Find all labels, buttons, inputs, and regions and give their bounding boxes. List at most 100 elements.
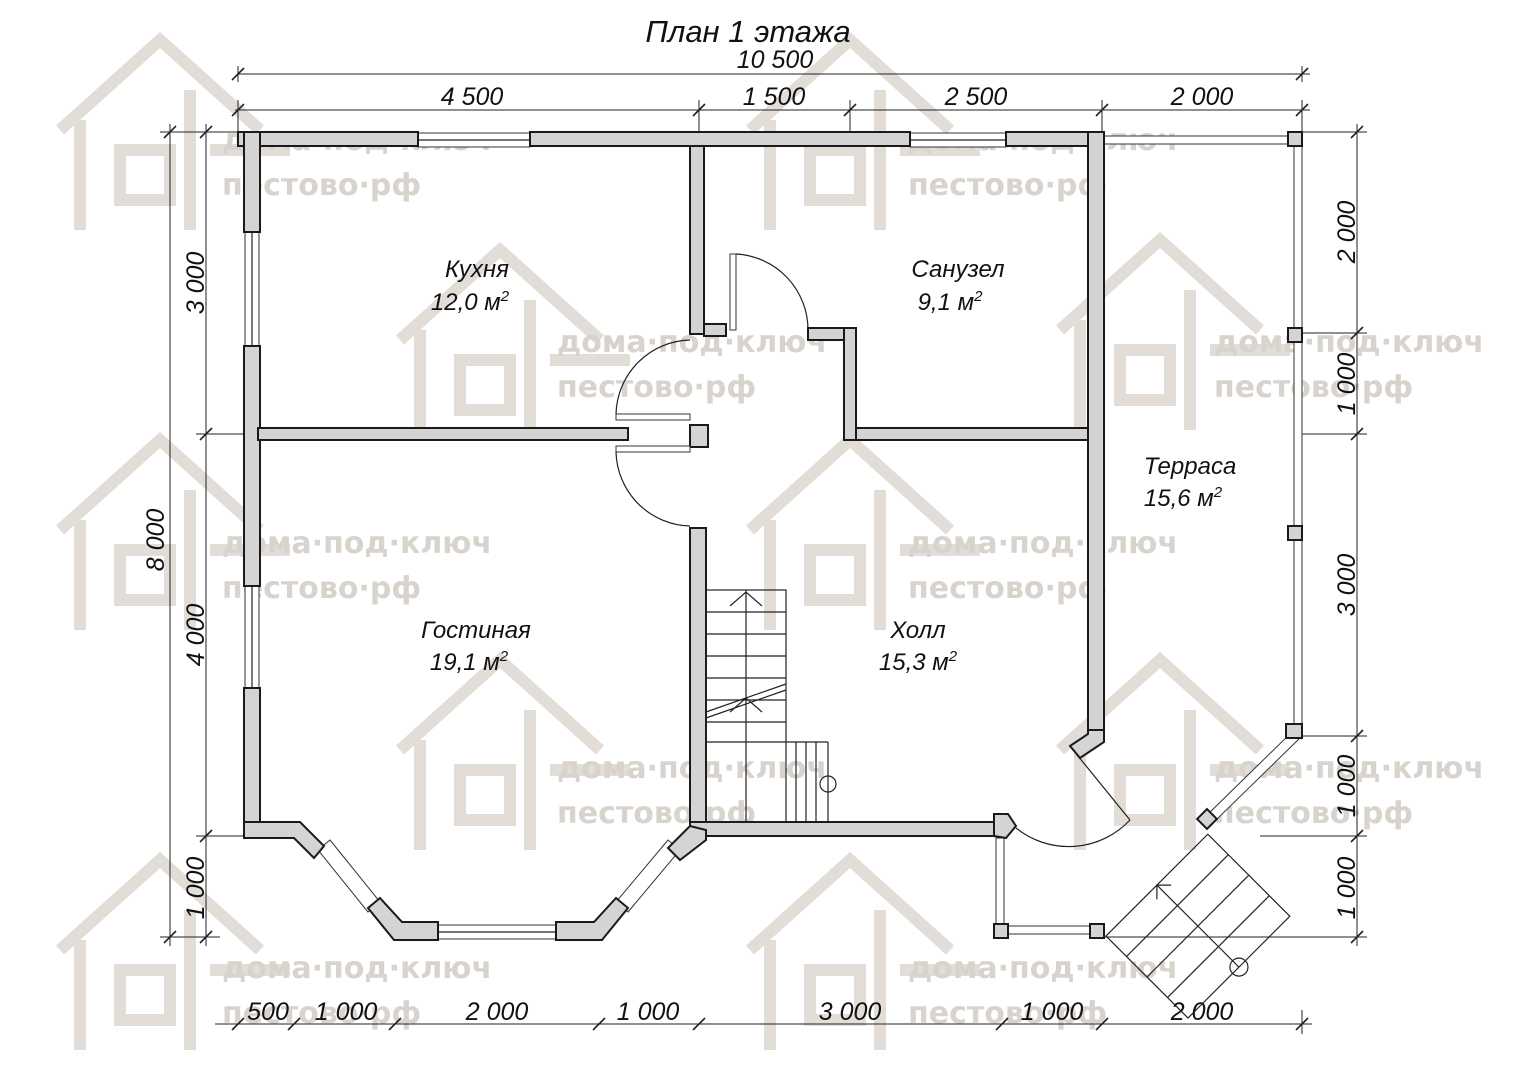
watermark-line2: пестово·рф <box>908 168 1107 203</box>
dim-right-seg-4: 1 000 <box>1333 755 1361 818</box>
watermark-line1: дома·под·ключ <box>908 526 1178 561</box>
watermark-house-icon <box>55 851 290 1050</box>
terrace-railing <box>993 131 1303 939</box>
dim-bottom-seg-1: 500 <box>247 998 289 1026</box>
dim-top-seg-1: 4 500 <box>441 83 504 111</box>
room-kitchen: Кухня 12,0 м2 <box>431 256 510 316</box>
room-bathroom: Санузел 9,1 м2 <box>911 256 1005 316</box>
dim-right-seg-2: 1 000 <box>1333 353 1361 416</box>
terrace-post <box>1195 807 1219 831</box>
wall-left-1 <box>243 131 261 233</box>
railing-lower-left <box>995 837 1005 931</box>
dim-right-seg-1: 2 000 <box>1333 201 1361 265</box>
room-hall-name: Холл <box>889 617 946 644</box>
door-kitchen-leaf <box>615 413 691 421</box>
wall-bathroom-hall <box>847 427 1089 441</box>
room-bathroom-area: 9,1 м2 <box>918 288 983 316</box>
wall-bay-right-top <box>666 824 707 862</box>
stairs-start-marker-icon <box>819 775 837 793</box>
dimension-left-total: 8 000 <box>142 124 246 946</box>
watermark-line2: пестово·рф <box>557 370 756 405</box>
dimension-left-segments: 3 000 4 000 1 000 <box>182 124 244 946</box>
room-kitchen-area: 12,0 м2 <box>431 288 510 316</box>
dim-bottom-seg-2: 1 000 <box>315 998 378 1026</box>
interior-stairs <box>705 589 837 823</box>
room-living-area: 19,1 м2 <box>430 648 509 676</box>
dim-top-seg-2: 1 500 <box>743 83 806 111</box>
railing-right <box>1293 144 1303 728</box>
room-hall: Холл 15,3 м2 <box>879 617 958 676</box>
wall-right <box>1087 131 1105 733</box>
dimension-top-segments: 4 500 1 500 2 500 2 000 <box>231 83 1310 132</box>
plan-title: План 1 этажа <box>645 14 850 49</box>
terrace-post <box>993 923 1009 939</box>
watermark-house-icon <box>745 31 980 230</box>
exterior-steps <box>1105 833 1291 1019</box>
wall-bay-right-bottom <box>555 896 630 941</box>
dim-bottom-seg-7: 2 000 <box>1170 998 1234 1026</box>
dimension-right-segments: 2 000 1 000 3 000 1 000 1 000 <box>1102 124 1367 946</box>
dim-right-seg-3: 3 000 <box>1333 554 1361 617</box>
terrace-post <box>1287 131 1303 147</box>
wall-kitchen-living <box>257 427 629 441</box>
dimension-bottom-segments: 500 1 000 2 000 1 000 3 000 1 000 2 000 <box>215 998 1312 1034</box>
wall-center-bottom <box>689 527 707 827</box>
window-bay-left <box>317 839 381 913</box>
dim-left-seg-3: 1 000 <box>182 857 210 920</box>
doors <box>615 253 1131 848</box>
dimension-top-total: 10 500 <box>231 46 1310 82</box>
door-bathroom-leaf <box>729 253 737 331</box>
dim-top-seg-3: 2 500 <box>944 83 1008 111</box>
watermark-house-icon <box>395 651 630 850</box>
watermark-house-icon <box>1055 651 1290 850</box>
room-bathroom-name: Санузел <box>911 256 1005 283</box>
wall-stub <box>689 424 709 448</box>
room-kitchen-name: Кухня <box>445 256 509 283</box>
wall-top-left <box>237 131 419 147</box>
door-entry-swing <box>1015 819 1131 848</box>
terrace-post <box>1287 327 1303 343</box>
railing-lower-bottom <box>1003 925 1101 935</box>
stairs-up-arrow-icon <box>729 591 763 607</box>
dim-bottom-seg-5: 3 000 <box>819 998 882 1026</box>
room-hall-area: 15,3 м2 <box>879 648 958 676</box>
windows <box>244 132 1007 940</box>
watermark-line2: пестово·рф <box>908 996 1107 1031</box>
exterior-steps-arrow-icon <box>1156 884 1172 900</box>
walls <box>237 131 1105 941</box>
door-entry-leaf <box>1077 755 1131 821</box>
door-bathroom-swing <box>735 253 809 331</box>
terrace-post <box>1089 923 1105 939</box>
watermark-house-icon <box>55 31 290 230</box>
watermark-line1: дома·под·ключ <box>1214 325 1484 360</box>
terrace-post <box>1285 723 1303 739</box>
dim-bottom-seg-4: 1 000 <box>617 998 680 1026</box>
watermark-line2: пестово·рф <box>908 571 1107 606</box>
wall-bathroom-left <box>843 327 857 441</box>
terrace-post <box>1287 525 1303 541</box>
wall-bay-left-top <box>243 821 326 860</box>
room-terrace-name: Терраса <box>1144 453 1237 480</box>
watermark-line1: дома·под·ключ <box>222 526 492 561</box>
watermark-layer: дома·под·ключ пестово·рф дома·под·ключ п… <box>55 31 1484 1050</box>
dim-bottom-seg-3: 2 000 <box>465 998 529 1026</box>
room-terrace: Терраса 15,6 м2 <box>1144 453 1237 512</box>
dim-left-seg-2: 4 000 <box>182 604 210 667</box>
wall-center-top <box>689 145 705 335</box>
room-terrace-area: 15,6 м2 <box>1144 484 1223 512</box>
wall-hall-bottom <box>689 821 999 837</box>
dim-bottom-seg-6: 1 000 <box>1021 998 1084 1026</box>
exterior-steps-marker-icon <box>1229 957 1249 977</box>
wall-top-middle <box>529 131 911 147</box>
watermark-line1: дома·под·ключ <box>908 951 1178 986</box>
wall-center-top-stub <box>703 323 727 337</box>
wall-left-3 <box>243 687 261 829</box>
dim-top-seg-4: 2 000 <box>1170 83 1234 111</box>
railing-top <box>1101 135 1293 145</box>
watermark-house-icon <box>745 851 980 1050</box>
watermark-line1: дома·под·ключ <box>222 951 492 986</box>
dim-right-seg-5: 1 000 <box>1333 857 1361 920</box>
door-living-leaf <box>615 445 691 453</box>
room-living-name: Гостиная <box>421 617 531 644</box>
